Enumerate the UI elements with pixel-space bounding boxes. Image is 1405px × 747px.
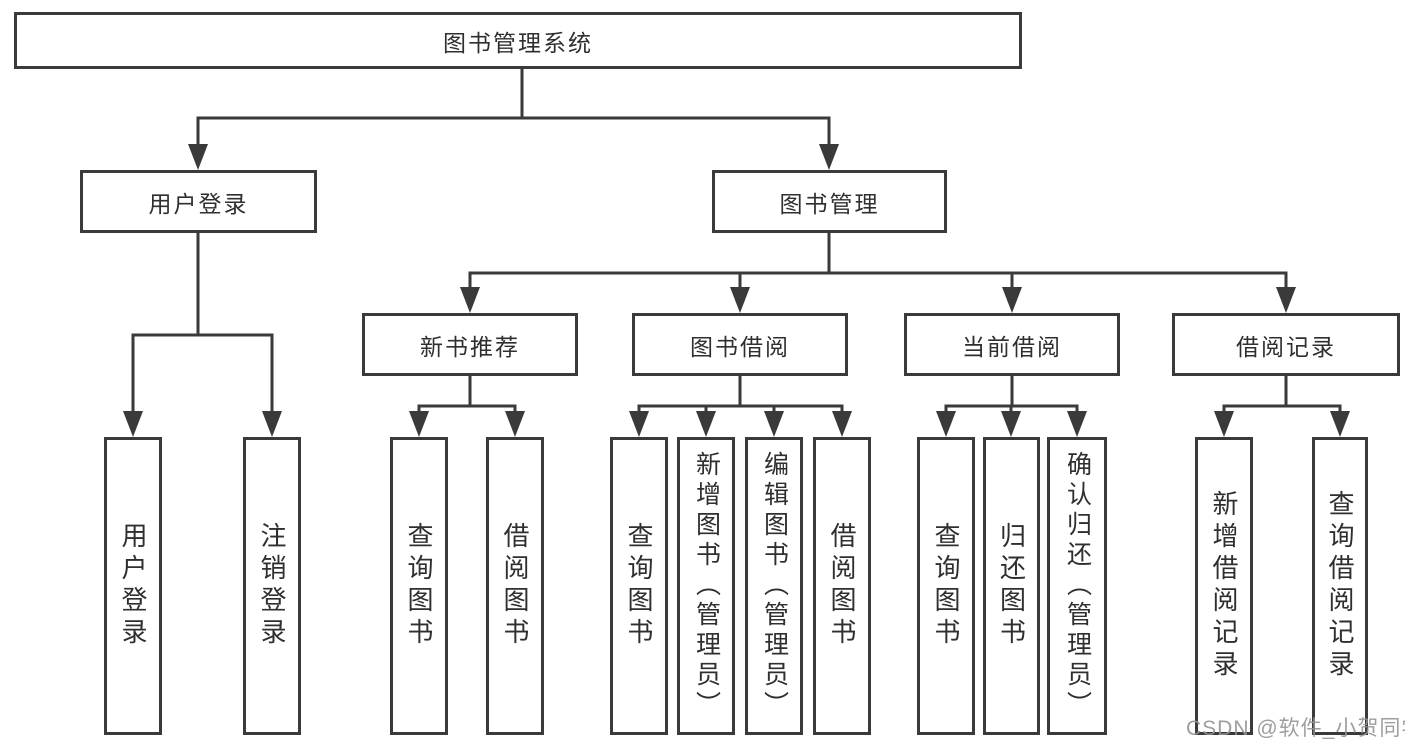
node-user-login-group: 用户登录: [80, 170, 317, 233]
node-current-borrowing: 当前借阅: [904, 313, 1120, 376]
node-label: 用户登录: [148, 190, 249, 217]
node-new-book-recommend: 新书推荐: [362, 313, 578, 376]
node-label: 图书管理系统: [443, 29, 593, 56]
node-label: 编辑图书（管理员）: [760, 451, 789, 721]
node-label: 图书借阅: [690, 333, 790, 360]
node-label: 查询图书: [404, 522, 434, 650]
leaf-query-book-borrowing: 查询图书: [610, 437, 668, 735]
node-label: 借阅记录: [1236, 333, 1336, 360]
node-book-borrowing: 图书借阅: [632, 313, 848, 376]
node-label: 当前借阅: [962, 333, 1062, 360]
node-library-management-system: 图书管理系统: [14, 12, 1022, 69]
leaf-logout: 注销登录: [243, 437, 301, 735]
node-label: 借阅图书: [827, 522, 857, 650]
leaf-edit-book-admin: 编辑图书（管理员）: [745, 437, 803, 735]
leaf-borrow-book-borrowing: 借阅图书: [813, 437, 871, 735]
node-label: 查询图书: [931, 522, 961, 650]
leaf-add-book-admin: 新增图书（管理员）: [677, 437, 735, 735]
node-book-management: 图书管理: [712, 170, 947, 233]
csdn-watermark: CSDN @软件_小贺同学: [1186, 717, 1405, 740]
leaf-confirm-return-admin: 确认归还（管理员）: [1047, 437, 1107, 735]
leaf-query-borrow-record: 查询借阅记录: [1312, 437, 1368, 735]
node-label: 图书管理: [779, 190, 880, 217]
node-label: 查询图书: [624, 522, 654, 650]
node-label: 借阅图书: [500, 522, 530, 650]
leaf-query-book-current: 查询图书: [917, 437, 975, 735]
node-label: 注销登录: [257, 522, 287, 650]
node-label: 新增图书（管理员）: [692, 451, 721, 721]
node-label: 归还图书: [996, 522, 1027, 650]
leaf-query-book-recommend: 查询图书: [390, 437, 448, 735]
leaf-return-book: 归还图书: [983, 437, 1040, 735]
node-label: 确认归还（管理员）: [1063, 451, 1092, 721]
leaf-borrow-book-recommend: 借阅图书: [486, 437, 544, 735]
leaf-add-borrow-record: 新增借阅记录: [1195, 437, 1253, 735]
node-label: 新书推荐: [420, 333, 520, 360]
node-borrowing-records: 借阅记录: [1172, 313, 1400, 376]
node-label: 用户登录: [118, 522, 148, 650]
node-label: 新增借阅记录: [1209, 490, 1239, 682]
node-label: 查询借阅记录: [1325, 490, 1355, 682]
leaf-user-login: 用户登录: [104, 437, 162, 735]
arrowheads: [123, 144, 1350, 437]
